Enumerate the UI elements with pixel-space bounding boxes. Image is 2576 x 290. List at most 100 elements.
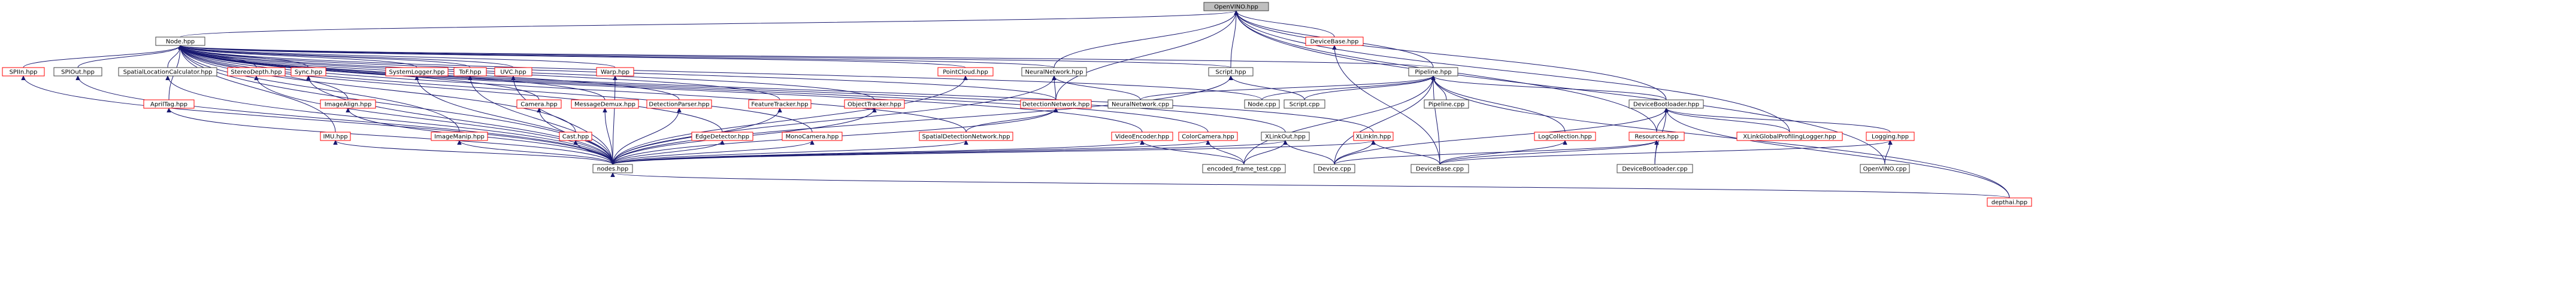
edge-sdn_hpp-to-detectionnetwork_hpp [965,108,1056,133]
node-label: SpatialLocationCalculator.hpp [123,69,213,76]
node-label: DetectionNetwork.hpp [1022,102,1090,108]
node-xlinkout-hpp[interactable]: XLinkOut.hpp [1261,132,1310,141]
edge-xlinkgpl_hpp-to-openvino_hpp [1236,11,1790,133]
node-label: PointCloud.hpp [943,69,988,76]
edge-depthai_hpp-to-pipeline_hpp [1433,76,2010,199]
node-pipeline-cpp[interactable]: Pipeline.cpp [1424,99,1469,109]
node-featuretracker-hpp[interactable]: FeatureTracker.hpp [748,99,812,109]
node-messagedemux-hpp[interactable]: MessageDemux.hpp [571,99,639,109]
node-spiin-hpp[interactable]: SPIIn.hpp [2,67,45,77]
node-cast-hpp[interactable]: Cast.hpp [559,132,592,141]
node-label: MonoCamera.hpp [786,134,839,141]
node-devicebootloader-hpp[interactable]: DeviceBootloader.hpp [1628,99,1704,109]
node-label: UVC.hpp [500,69,526,76]
node-detectionparser-hpp[interactable]: DetectionParser.hpp [646,99,712,109]
node-sync-hpp[interactable]: Sync.hpp [290,67,326,77]
node-logging-hpp[interactable]: Logging.hpp [1866,132,1915,141]
node-script-hpp[interactable]: Script.hpp [1208,67,1254,77]
edge-depthai_hpp-to-nodes_hpp [613,172,2010,199]
edge-eft_cpp-to-videoencoder_hpp [1142,140,1245,165]
edge-edgedetector_hpp-to-node_hpp [180,45,723,133]
node-systemlogger-hpp[interactable]: SystemLogger.hpp [385,67,449,77]
node-imu-hpp[interactable]: IMU.hpp [320,132,351,141]
edge-node_cpp-to-pipeline_hpp [1261,75,1433,100]
node-xlinkgpl-hpp[interactable]: XLinkGlobalProfilingLogger.hpp [1736,132,1843,141]
node-label: XLinkOut.hpp [1265,134,1306,141]
node-box [1353,132,1394,141]
node-box [1305,36,1364,46]
node-label: Cast.hpp [562,134,589,141]
node-monocamera-hpp[interactable]: MonoCamera.hpp [782,132,843,141]
node-devicebase-hpp[interactable]: DeviceBase.hpp [1305,36,1364,46]
node-box [155,36,205,46]
node-depthai-hpp[interactable]: depthai.hpp [1987,197,2032,207]
edge-node_hpp-to-openvino_hpp [180,10,1236,38]
node-label: Sync.hpp [295,69,322,76]
node-box [691,132,753,141]
node-sdn-hpp[interactable]: SpatialDetectionNetwork.hpp [919,132,1013,141]
node-apriltag-hpp[interactable]: AprilTag.hpp [143,99,195,109]
edge-devicebase_cpp-to-resources_hpp [1439,140,1657,165]
node-neuralnetwork-cpp[interactable]: NeuralNetwork.cpp [1107,99,1173,109]
node-label: NeuralNetwork.hpp [1025,69,1083,76]
node-label: LogCollection.hpp [1538,134,1592,141]
node-box [2,67,45,77]
node-eft-cpp[interactable]: encoded_frame_test.cpp [1202,164,1286,173]
node-imagemanip-hpp[interactable]: ImageManip.hpp [431,132,488,141]
node-label: Script.cpp [1289,102,1319,108]
node-script-cpp[interactable]: Script.cpp [1284,99,1325,109]
node-objecttracker-hpp[interactable]: ObjectTracker.hpp [844,99,905,109]
node-label: DeviceBase.hpp [1310,39,1359,45]
node-nodes-hpp[interactable]: nodes.hpp [592,164,633,173]
edge-openvino_cpp-to-logging_hpp [1884,141,1890,165]
node-camera-hpp[interactable]: Camera.hpp [516,99,562,109]
node-neuralnetwork-hpp[interactable]: NeuralNetwork.hpp [1021,67,1087,77]
node-box [516,99,562,109]
node-box [494,67,532,77]
node-box [1987,197,2032,207]
node-uvc-hpp[interactable]: UVC.hpp [494,67,532,77]
node-node-hpp[interactable]: Node.hpp [155,36,205,46]
node-pipeline-hpp[interactable]: Pipeline.hpp [1408,67,1458,77]
node-xlinkin-hpp[interactable]: XLinkIn.hpp [1353,132,1394,141]
node-resources-hpp[interactable]: Resources.hpp [1628,132,1685,141]
edge-xlinkgpl_hpp-to-devicebootloader_hpp [1666,108,1790,133]
node-label: StereoDepth.hpp [231,69,281,76]
edge-devicebase_cpp-to-pipeline_hpp [1433,76,1440,165]
edge-openvino_cpp-to-openvino_hpp [1236,11,1885,165]
node-slc-hpp[interactable]: SpatialLocationCalculator.hpp [118,67,217,77]
edge-colorcamera_hpp-to-node_hpp [180,45,1209,133]
node-imagealign-hpp[interactable]: ImageAlign.hpp [320,99,376,109]
node-box [1628,132,1685,141]
edge-nodes_hpp-to-colorcamera_hpp [612,140,1208,165]
node-box [596,67,634,77]
edge-nodes_hpp-to-sync_hpp [308,76,613,165]
node-devicebootloader-cpp[interactable]: DeviceBootloader.cpp [1617,164,1693,173]
node-pointcloud-hpp[interactable]: PointCloud.hpp [937,67,994,77]
node-box [1111,132,1173,141]
node-edgedetector-hpp[interactable]: EdgeDetector.hpp [691,132,753,141]
node-device-cpp[interactable]: Device.cpp [1313,164,1355,173]
node-label: MessageDemux.hpp [574,102,635,108]
node-logcollection-hpp[interactable]: LogCollection.hpp [1534,132,1596,141]
node-tof-hpp[interactable]: ToF.hpp [453,67,487,77]
node-spiout-hpp[interactable]: SPIOut.hpp [53,67,102,77]
node-box [559,132,592,141]
node-box [937,67,994,77]
edge-script_cpp-to-script_hpp [1231,75,1305,100]
node-openvino-cpp[interactable]: OpenVINO.cpp [1860,164,1910,173]
node-box [431,132,488,141]
node-devicebase-cpp[interactable]: DeviceBase.cpp [1410,164,1469,173]
node-detectionnetwork-hpp[interactable]: DetectionNetwork.hpp [1020,99,1092,109]
node-label: Device.cpp [1318,166,1351,173]
edge-nodes_hpp-to-tof_hpp [470,76,613,165]
node-stereodepth-hpp[interactable]: StereoDepth.hpp [227,67,286,77]
node-node-cpp[interactable]: Node.cpp [1244,99,1280,109]
node-box [290,67,326,77]
node-colorcamera-hpp[interactable]: ColorCamera.hpp [1178,132,1238,141]
node-videoencoder-hpp[interactable]: VideoEncoder.hpp [1111,132,1173,141]
node-box [1208,67,1254,77]
node-warp-hpp[interactable]: Warp.hpp [596,67,634,77]
node-box [227,67,286,77]
